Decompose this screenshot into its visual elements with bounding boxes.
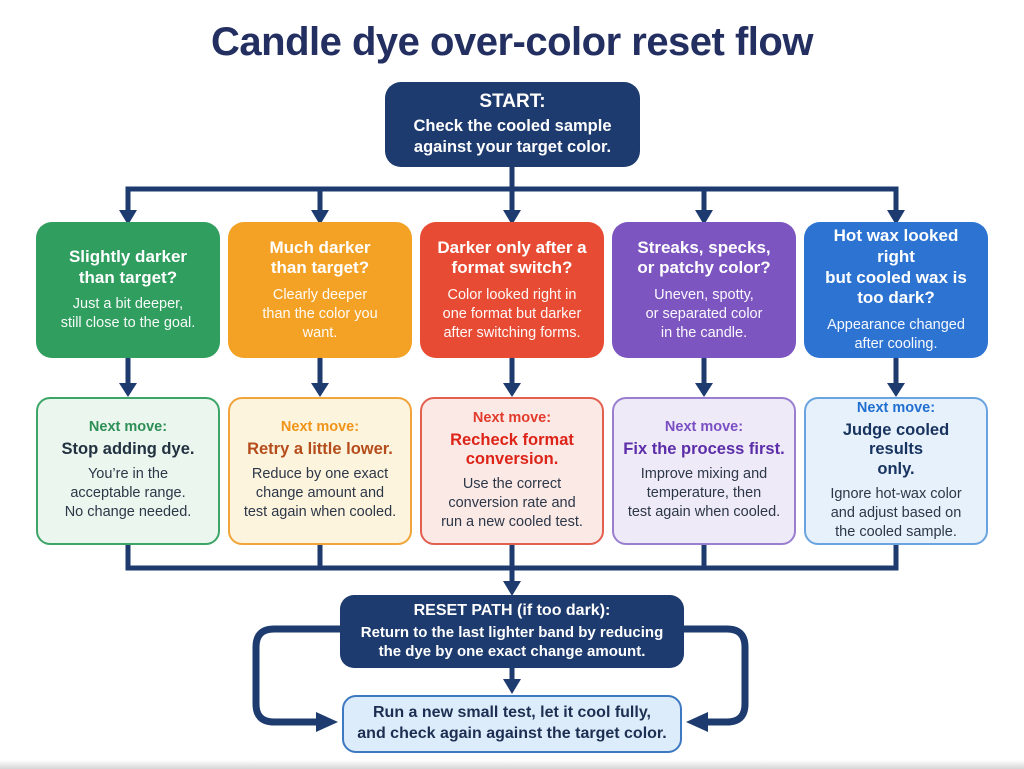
arrowhead-right — [316, 712, 338, 732]
retest-node: Run a new small test, let it cool fully,… — [342, 695, 682, 753]
next-node-recheck-conversion: Next move: Recheck format conversion. Us… — [420, 397, 604, 545]
arrowhead-down — [503, 581, 521, 596]
left-loop-line — [252, 625, 344, 726]
next-move-detail: Use the correct conversion rate and run … — [441, 476, 583, 531]
next-node-judge-cooled: Next move: Judge cooled results only. Ig… — [804, 397, 988, 545]
reset-heading: RESET PATH (if too dark): — [413, 601, 611, 619]
page-title: Candle dye over-color reset flow — [211, 20, 813, 64]
bottom-edge-shadow — [0, 760, 1024, 769]
arrowhead-down — [503, 679, 521, 694]
cause-heading: Darker only after a format switch? — [437, 237, 587, 278]
start-heading: START: — [479, 90, 546, 112]
start-node: START: Check the cooled sample against y… — [385, 82, 640, 167]
cause-heading: Much darker than target? — [269, 237, 371, 278]
next-move-label: Next move: — [280, 419, 360, 436]
next-move-label: Next move: — [856, 399, 936, 416]
connector-lines — [125, 167, 899, 681]
cause-node-much-darker: Much darker than target? Clearly deeper … — [228, 222, 412, 358]
arrowhead-down — [503, 210, 521, 225]
next-move-detail: You’re in the acceptable range. No chang… — [64, 466, 192, 521]
right-loop-line — [680, 625, 749, 726]
reset-path-node: RESET PATH (if too dark): Return to the … — [340, 595, 684, 668]
cause-node-slightly-darker: Slightly darker than target? Just a bit … — [36, 222, 220, 358]
arrowhead-down — [311, 210, 329, 225]
loop-lines — [252, 625, 749, 726]
reset-body: Return to the last lighter band by reduc… — [360, 623, 664, 661]
cause-node-streaks: Streaks, specks, or patchy color? Uneven… — [612, 222, 796, 358]
next-move-detail: Improve mixing and temperature, then tes… — [627, 466, 781, 521]
retest-body: Run a new small test, let it cool fully,… — [357, 704, 667, 742]
arrowhead-down — [695, 210, 713, 225]
arrowhead-down — [887, 383, 905, 397]
cause-body: Color looked right in one format but dar… — [442, 286, 582, 341]
next-move-detail: Ignore hot-wax color and adjust based on… — [830, 486, 962, 541]
next-node-retry-lower: Next move: Retry a little lower. Reduce … — [228, 397, 412, 545]
arrowhead-down — [119, 210, 137, 225]
arrowheads — [119, 210, 905, 732]
next-move-label: Next move: — [664, 419, 744, 436]
next-move-action: Judge cooled results only. — [842, 420, 950, 479]
next-node-stop-adding-dye: Next move: Stop adding dye. You’re in th… — [36, 397, 220, 545]
cause-heading: Hot wax looked right but cooled wax is t… — [825, 226, 967, 308]
arrowhead-down — [695, 383, 713, 397]
arrowhead-down — [503, 383, 521, 397]
cause-heading: Slightly darker than target? — [68, 246, 188, 287]
cause-node-format-switch: Darker only after a format switch? Color… — [420, 222, 604, 358]
arrowhead-down — [887, 210, 905, 225]
cause-body: Uneven, spotty, or separated color in th… — [645, 286, 763, 341]
next-move-label: Next move: — [472, 409, 552, 426]
arrowhead-left — [686, 712, 708, 732]
arrowhead-down — [311, 383, 329, 397]
next-node-fix-process: Next move: Fix the process first. Improv… — [612, 397, 796, 545]
next-move-action: Retry a little lower. — [247, 440, 393, 459]
cause-body: Appearance changed after cooling. — [827, 317, 965, 352]
cause-node-cooled-too-dark: Hot wax looked right but cooled wax is t… — [804, 222, 988, 358]
cause-body: Just a bit deeper, still close to the go… — [60, 296, 196, 332]
next-move-label: Next move: — [88, 419, 168, 436]
next-move-action: Recheck format conversion. — [450, 430, 574, 469]
next-move-action: Fix the process first. — [623, 440, 785, 459]
cause-heading: Streaks, specks, or patchy color? — [637, 237, 771, 278]
cause-body: Clearly deeper than the color you want. — [262, 286, 378, 341]
next-move-detail: Reduce by one exact change amount and te… — [243, 466, 397, 521]
next-move-action: Stop adding dye. — [61, 440, 195, 459]
arrowhead-down — [119, 383, 137, 397]
start-body: Check the cooled sample against your tar… — [413, 116, 612, 156]
